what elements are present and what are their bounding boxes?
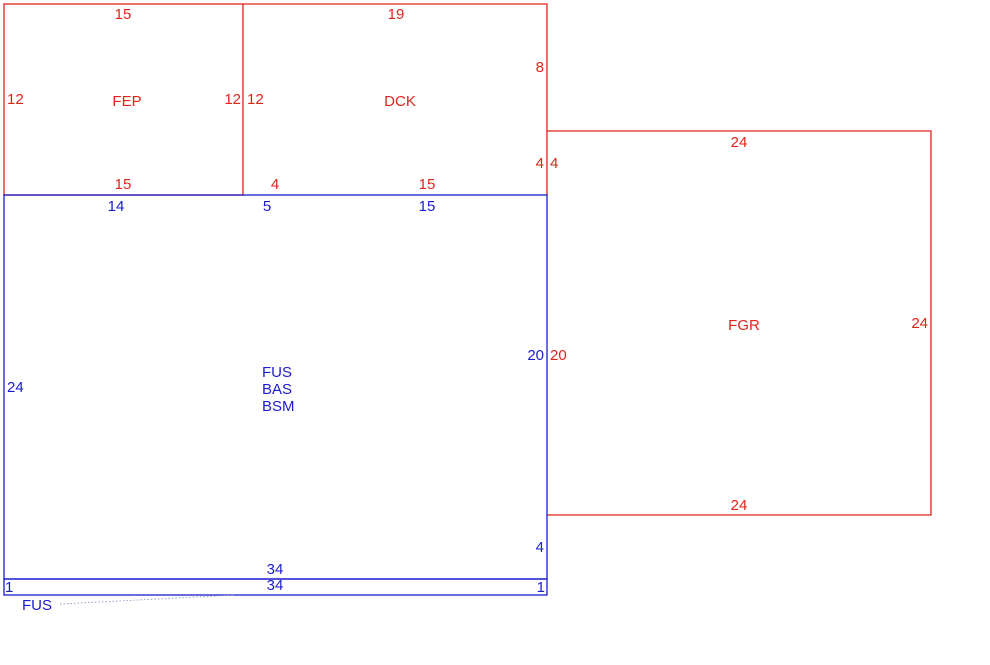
fep-area[interactable]: FEP 15 12 12 15	[3, 3, 244, 196]
fgr-dim-left-upper: 4	[550, 155, 558, 172]
dck-dim-bottom-left: 4	[271, 176, 279, 193]
strip-leader-line	[59, 594, 236, 605]
main-area[interactable]: FUS BAS BSM 14 5 15 24 20 4 34	[3, 194, 548, 580]
main-dim-top-mid: 5	[263, 198, 271, 215]
fep-dim-bottom: 15	[115, 176, 132, 193]
fgr-dim-bottom: 24	[731, 497, 748, 514]
fep-dim-left: 12	[7, 91, 24, 108]
strip-outline	[3, 578, 548, 596]
main-code-3: BSM	[262, 398, 295, 415]
strip-code: FUS	[22, 597, 52, 614]
fgr-code: FGR	[728, 317, 760, 334]
fep-dim-top: 15	[115, 6, 132, 23]
main-dim-bottom: 34	[267, 561, 284, 578]
dck-dim-left: 12	[247, 91, 264, 108]
fep-dim-right: 12	[224, 91, 241, 108]
main-code-2: BAS	[262, 381, 292, 398]
fgr-dim-left-lower: 20	[550, 347, 567, 364]
dck-dim-right-upper: 8	[536, 59, 544, 76]
fep-code: FEP	[112, 93, 141, 110]
dck-dim-right-lower: 4	[536, 155, 544, 172]
strip-area[interactable]: 34 1 1 FUS	[3, 577, 548, 614]
main-dim-left: 24	[7, 379, 24, 396]
fgr-outline	[547, 130, 932, 516]
main-code-1: FUS	[262, 364, 292, 381]
dck-area[interactable]: DCK 19 12 8 4 4 15	[243, 3, 548, 195]
dck-dim-top: 19	[388, 6, 405, 23]
strip-dim-left: 1	[5, 579, 13, 596]
dck-dim-bottom-right: 15	[419, 176, 436, 193]
main-dim-right-upper: 20	[527, 347, 544, 364]
fgr-dim-right: 24	[911, 315, 928, 332]
fgr-area[interactable]: FGR 24 4 20 24 24	[547, 130, 932, 516]
main-dim-top-left: 14	[108, 198, 125, 215]
fgr-dim-top: 24	[731, 134, 748, 151]
main-dim-right-lower: 4	[536, 539, 544, 556]
strip-dim-right: 1	[537, 579, 545, 596]
main-dim-top-right: 15	[419, 198, 436, 215]
dck-code: DCK	[384, 93, 416, 110]
strip-dim-top: 34	[267, 577, 284, 594]
